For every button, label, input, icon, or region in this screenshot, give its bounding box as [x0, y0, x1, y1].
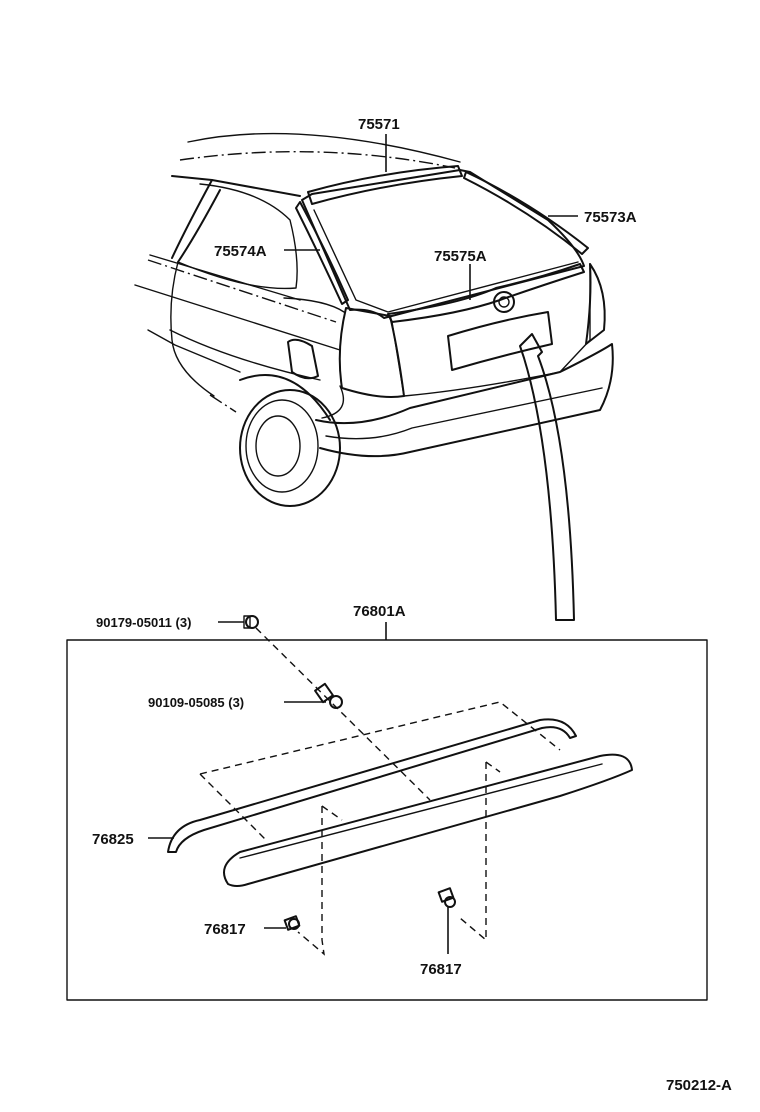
part-label-76817-right: 76817 — [420, 961, 462, 978]
part-label-76817-left: 76817 — [204, 921, 246, 938]
car-illustration — [134, 132, 614, 507]
part-label-76801A: 76801A — [353, 603, 406, 620]
assembly-arrow — [519, 333, 575, 621]
part-label-75571: 75571 — [358, 116, 400, 133]
part-label-76825: 76825 — [92, 831, 134, 848]
molding-76825 — [167, 718, 577, 853]
part-label-75574A: 75574A — [214, 243, 267, 260]
clip-76817-left — [283, 915, 301, 931]
figure-code: 750212-A — [666, 1077, 732, 1094]
clip-76817-right — [437, 887, 456, 908]
spoiler-body — [223, 753, 633, 887]
part-label-90179-05011: 90179-05011 (3) — [96, 615, 191, 630]
part-label-75573A: 75573A — [584, 209, 637, 226]
assembly-frame — [66, 639, 708, 1001]
screw-90179 — [218, 615, 259, 629]
part-label-75575A: 75575A — [434, 248, 487, 265]
part-label-90109-05085: 90109-05085 (3) — [148, 695, 244, 710]
